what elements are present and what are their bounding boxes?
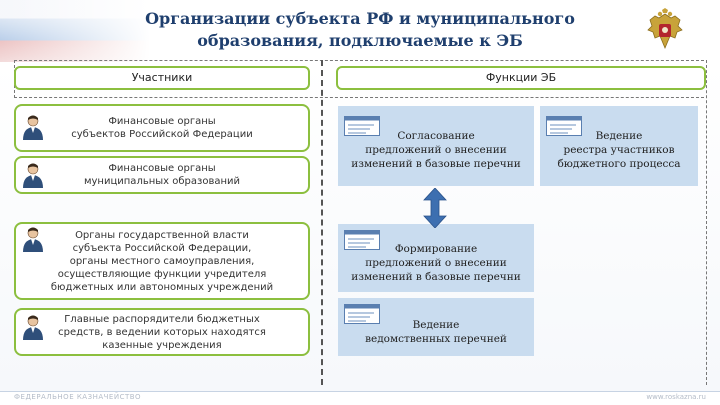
participant-3-line-3: органы местного самоуправления, [69, 255, 255, 267]
person-icon [23, 163, 43, 188]
function-3-line-1: Формирование [394, 243, 478, 255]
frame-top [14, 60, 704, 61]
function-1-line-3: изменений в базовые перечни [351, 158, 521, 170]
function-3-line-2: предложений о внесении [365, 257, 507, 269]
emblem-icon [647, 8, 683, 50]
participant-3-line-1: Органы государственной власти [75, 229, 249, 241]
slide-title: Организации субъекта РФ и муниципального… [120, 8, 600, 52]
participant-box-1: Финансовые органы субъектов Российской Ф… [14, 104, 310, 152]
function-4-line-1: Ведение [412, 319, 460, 331]
participants-header: Участники [14, 66, 310, 90]
frame-right [706, 60, 707, 385]
double-arrow-icon [423, 188, 447, 228]
participant-box-3: Органы государственной власти субъекта Р… [14, 222, 310, 300]
document-icon [546, 116, 582, 136]
participant-2-line-2: муниципальных образований [83, 176, 241, 187]
footer-org: ФЕДЕРАЛЬНОЕ КАЗНАЧЕЙСТВО [14, 393, 142, 401]
title-line-2: образования, подключаемые к ЭБ [197, 31, 523, 50]
function-2-line-1: Ведение [595, 130, 643, 142]
footer-line [0, 391, 720, 392]
footer [0, 392, 720, 405]
function-1-line-2: предложений о внесении [365, 144, 507, 156]
person-icon [23, 227, 43, 252]
title-line-1: Организации субъекта РФ и муниципального [145, 9, 575, 28]
participant-3-line-5: бюджетных или автономных учреждений [50, 281, 274, 293]
participant-4-line-3: казенные учреждения [102, 339, 222, 351]
function-2-line-3: бюджетного процесса [557, 158, 681, 170]
person-icon [23, 315, 43, 340]
column-divider [321, 60, 323, 385]
document-icon [344, 230, 380, 250]
function-3-line-3: изменений в базовые перечни [351, 271, 521, 283]
participant-4-line-2: средств, в ведении которых находятся [58, 326, 266, 338]
functions-header: Функции ЭБ [336, 66, 706, 90]
person-icon [23, 115, 43, 140]
flag-fade [0, 0, 150, 62]
frame-header-divider [14, 97, 704, 98]
participant-4-line-1: Главные распорядители бюджетных [64, 313, 260, 325]
function-1-line-1: Согласование [397, 130, 475, 142]
document-icon [344, 116, 380, 136]
function-2-line-2: реестра участников [563, 144, 675, 156]
participant-3-line-4: осуществляющие функции учредителя [57, 268, 267, 280]
participant-2-line-1: Финансовые органы [108, 163, 216, 174]
participant-box-2: Финансовые органы муниципальных образова… [14, 156, 310, 194]
footer-url: www.roskazna.ru [646, 393, 706, 401]
participant-1-line-2: субъектов Российской Федерации [71, 129, 253, 140]
function-4-line-2: ведомственных перечней [365, 333, 507, 345]
participant-3-line-2: субъекта Российской Федерации, [72, 242, 252, 254]
document-icon [344, 304, 380, 324]
participant-box-4: Главные распорядители бюджетных средств,… [14, 308, 310, 356]
participant-1-line-1: Финансовые органы [108, 116, 216, 127]
